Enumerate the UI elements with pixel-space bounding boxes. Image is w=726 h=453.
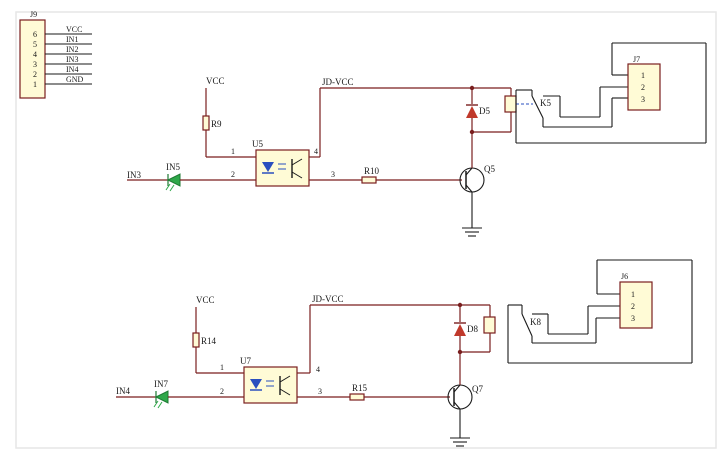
resistor-r15-label: R15 bbox=[352, 383, 368, 393]
connector-j7-label: J7 bbox=[633, 55, 640, 64]
opto-phototransistor bbox=[279, 388, 291, 396]
j9-pin-num: 3 bbox=[33, 60, 37, 69]
connector-pin: 2 bbox=[631, 302, 635, 311]
connector-pin: 2 bbox=[641, 83, 645, 92]
led-ray bbox=[153, 400, 159, 408]
connector-pin: 3 bbox=[641, 95, 645, 104]
j9-pin-num: 2 bbox=[33, 70, 37, 79]
optocoupler-u5 bbox=[255, 149, 310, 187]
j9-net-label: GND bbox=[66, 75, 84, 84]
relay-k8-coil bbox=[483, 316, 496, 334]
relay-contact bbox=[531, 95, 544, 119]
jd-vcc-label: JD-VCC bbox=[322, 77, 354, 87]
j9-net-label: VCC bbox=[66, 25, 82, 34]
resistor-r9-label: R9 bbox=[211, 119, 222, 129]
relay-k5-coil bbox=[504, 95, 517, 113]
opto-pin: 4 bbox=[314, 147, 318, 156]
connector-pin: 3 bbox=[631, 314, 635, 323]
transistor-q5-collector bbox=[465, 167, 473, 176]
resistor-r10 bbox=[361, 176, 377, 184]
transistor-q5-icon bbox=[459, 167, 485, 193]
opto-led-icon bbox=[262, 162, 274, 172]
relay-k8-label: K8 bbox=[530, 317, 541, 327]
connector-j7 bbox=[627, 63, 661, 111]
opto-phototransistor bbox=[279, 375, 291, 383]
opto-pin: 3 bbox=[331, 170, 335, 179]
opto-led-icon bbox=[250, 379, 262, 389]
input-net-label: IN3 bbox=[127, 170, 141, 180]
j9-pin-num: 4 bbox=[33, 50, 37, 59]
j9-pin-num: 5 bbox=[33, 40, 37, 49]
channel-top: VCC R9 1 IN3 IN5 2 U5 4 JD-VCC bbox=[127, 42, 707, 237]
input-net-label: IN4 bbox=[116, 386, 130, 396]
j9-ref: J9 bbox=[30, 10, 37, 19]
j9-net-label: IN2 bbox=[66, 45, 78, 54]
connector-j6 bbox=[619, 281, 653, 329]
vcc-label: VCC bbox=[196, 295, 215, 305]
j9-net-label: IN4 bbox=[66, 65, 78, 74]
opto-phototransistor bbox=[291, 158, 303, 166]
led-ray bbox=[169, 184, 175, 192]
resistor-r14-label: R14 bbox=[201, 336, 217, 346]
opto-pin: 4 bbox=[316, 365, 320, 374]
resistor-r15 bbox=[349, 393, 365, 401]
opto-pin: 1 bbox=[231, 147, 235, 156]
resistor-r9 bbox=[202, 115, 210, 131]
led-in5-label: IN5 bbox=[166, 162, 180, 172]
header-j9: J9 6 5 4 3 2 1 VCC IN1 IN2 IN3 IN4 GND bbox=[19, 10, 92, 99]
jd-vcc-label: JD-VCC bbox=[312, 294, 344, 304]
relay-k5-label: K5 bbox=[540, 98, 551, 108]
opto-pin: 2 bbox=[220, 387, 224, 396]
led-in7-label: IN7 bbox=[154, 379, 168, 389]
led-ray bbox=[157, 401, 163, 409]
resistor-r10-label: R10 bbox=[364, 166, 380, 176]
diode-d8-label: D8 bbox=[467, 324, 478, 334]
transistor-q7-emitter bbox=[453, 401, 461, 410]
optocoupler-u5-label: U5 bbox=[252, 139, 263, 149]
opto-pin: 3 bbox=[318, 387, 322, 396]
transistor-q7-icon bbox=[447, 384, 473, 410]
opto-phototransistor bbox=[291, 171, 303, 179]
j9-pin-num: 6 bbox=[33, 30, 37, 39]
transistor-q7-label: Q7 bbox=[472, 384, 483, 394]
optocoupler-u7-label: U7 bbox=[240, 356, 251, 366]
opto-pin: 1 bbox=[220, 363, 224, 372]
diode-d5-icon bbox=[466, 106, 478, 118]
diode-d5-label: D5 bbox=[479, 106, 490, 116]
optocoupler-u7 bbox=[243, 366, 298, 404]
diode-d8-icon bbox=[454, 324, 466, 336]
j9-net-label: IN3 bbox=[66, 55, 78, 64]
opto-pin: 2 bbox=[231, 170, 235, 179]
led-ray bbox=[165, 183, 171, 191]
resistor-r14 bbox=[192, 332, 200, 348]
j9-net-label: IN1 bbox=[66, 35, 78, 44]
transistor-q5-label: Q5 bbox=[484, 164, 495, 174]
transistor-q5-emitter bbox=[465, 184, 473, 193]
connector-pin: 1 bbox=[631, 290, 635, 299]
transistor-q7-collector bbox=[453, 384, 461, 393]
channel-bottom: VCC R14 1 IN4 IN7 2 U7 4 JD-VCC 3 R15 bbox=[116, 259, 693, 447]
j9-pin-num: 1 bbox=[33, 80, 37, 89]
connector-j6-label: J6 bbox=[621, 272, 628, 281]
j9-body bbox=[19, 19, 46, 99]
relay-contact bbox=[521, 313, 533, 337]
sheet-frame bbox=[15, 11, 717, 449]
connector-pin: 1 bbox=[641, 71, 645, 80]
vcc-label: VCC bbox=[206, 76, 225, 86]
